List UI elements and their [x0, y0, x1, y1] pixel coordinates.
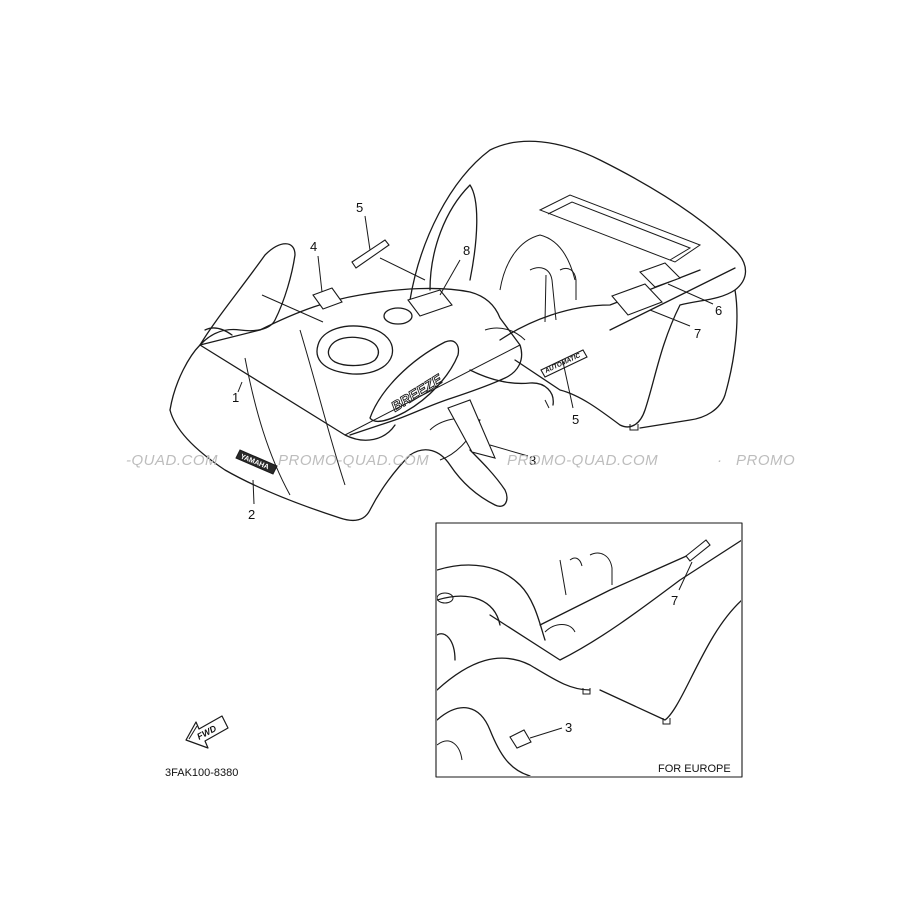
watermark-segment: PROMO-QUAD.COM: [507, 452, 658, 469]
automatic-decal-text: AUTOMATIC: [543, 352, 582, 375]
watermark-segment: -QUAD.COM: [126, 452, 218, 469]
callout-2: 2: [248, 507, 255, 522]
forward-arrow: FWD: [185, 715, 229, 749]
watermark-segment: PROMO: [736, 452, 795, 469]
callout-6: 6: [715, 303, 722, 318]
decal-7: [611, 283, 663, 316]
callout-4: 4: [310, 239, 317, 254]
callout-5-right: 5: [572, 412, 579, 427]
fender-drawing: [169, 140, 747, 521]
decal-8: [407, 289, 453, 317]
inset-decal-3: [509, 729, 532, 749]
callout-numbers: 5 4 8 1 6 7 5 3 2: [232, 200, 722, 522]
decals: YAMAHA BREEZE AUTOMATIC: [235, 239, 682, 475]
inset-decal-7: [685, 539, 711, 562]
callout-3: 3: [529, 453, 536, 468]
callout-7: 7: [694, 326, 701, 341]
decal-3: [447, 399, 496, 459]
callout-5-top: 5: [356, 200, 363, 215]
part-code: 3FAK100-8380: [165, 767, 238, 779]
callout-1: 1: [232, 390, 239, 405]
inset-caption: FOR EUROPE: [658, 763, 731, 775]
watermark: -QUAD.COM PROMO-QUAD.COM PROMO-QUAD.COM …: [126, 452, 795, 469]
watermark-segment: PROMO-QUAD.COM: [278, 452, 429, 469]
forward-arrow-label: FWD: [195, 723, 218, 742]
decal-6: [638, 262, 682, 288]
leader-lines: [237, 215, 714, 505]
inset-callout-7: 7: [671, 593, 678, 608]
callout-8: 8: [463, 243, 470, 258]
decal-4: [312, 287, 343, 310]
decal-5-strip: [351, 239, 390, 269]
inset-callout-3: 3: [565, 720, 572, 735]
automatic-decal: AUTOMATIC: [540, 349, 588, 378]
watermark-segment: ·: [717, 452, 723, 469]
europe-inset: 7 3 FOR EUROPE: [435, 522, 743, 778]
